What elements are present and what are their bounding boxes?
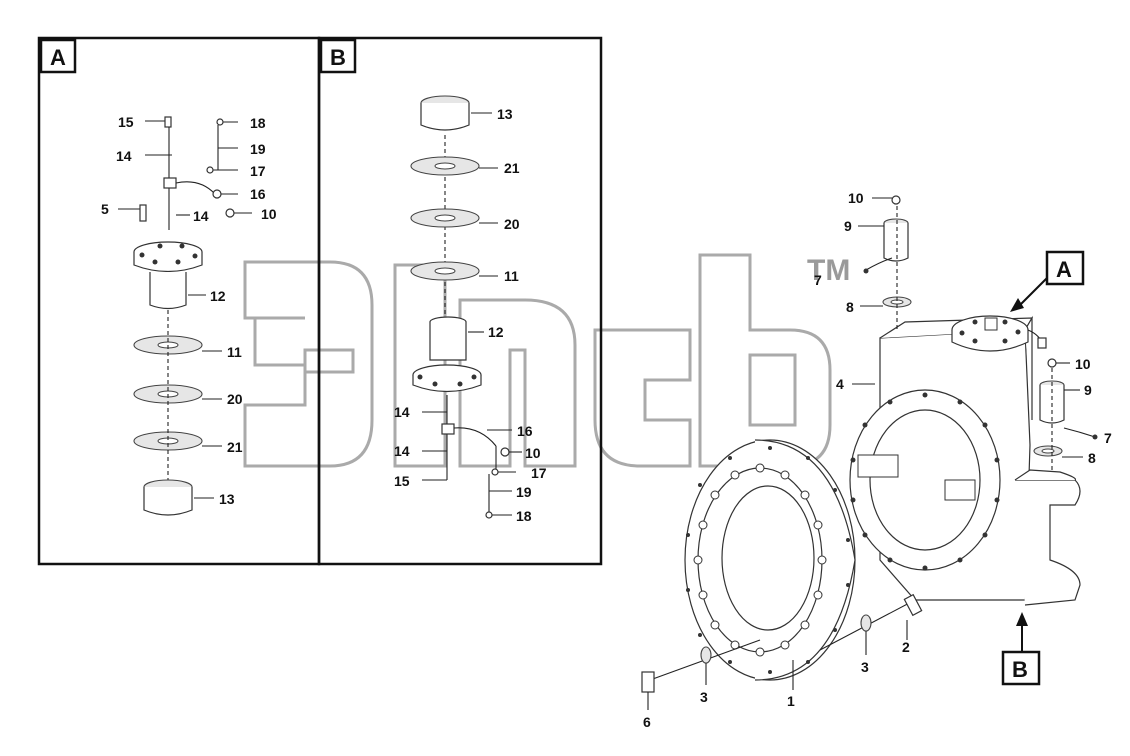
detail-a-tag-box (1045, 250, 1085, 286)
label-1: 1 (787, 693, 795, 709)
panel-a-parts (118, 116, 252, 516)
panel-b-frame (317, 36, 603, 566)
block-b (441, 423, 455, 435)
watermark-logo (243, 253, 832, 468)
label-8-right: 8 (1088, 450, 1096, 466)
label-4: 4 (836, 376, 844, 392)
watermark-tm: TM (807, 254, 850, 287)
panel-a-tag: A (50, 45, 66, 70)
main-assembly: A B (641, 195, 1098, 710)
label-b-18: 18 (516, 508, 532, 524)
panel-a-labels: 15 18 14 19 17 16 5 14 10 12 11 20 21 13 (101, 114, 277, 507)
bolt-5-a (139, 204, 147, 222)
block-a (163, 177, 177, 189)
label-b-19: 19 (516, 484, 532, 500)
label-b-14-top: 14 (394, 404, 410, 420)
label-9-top: 9 (844, 218, 852, 234)
panel-a-tag-box (39, 38, 77, 74)
panel-b-tag-box (319, 38, 357, 74)
label-b-13: 13 (497, 106, 513, 122)
label-b-12: 12 (488, 324, 504, 340)
label-b-15: 15 (394, 473, 410, 489)
label-3-left: 3 (700, 689, 708, 705)
label-10-right: 10 (1075, 356, 1091, 372)
label-a-12: 12 (210, 288, 226, 304)
panel-b-tag: B (330, 45, 346, 70)
label-a-20: 20 (227, 391, 243, 407)
bolt-15-a (164, 116, 172, 128)
label-a-19: 19 (250, 141, 266, 157)
panel-b-labels: 13 21 20 11 12 14 16 14 10 15 17 19 18 (394, 106, 547, 524)
label-a-16: 16 (250, 186, 266, 202)
label-b-20: 20 (504, 216, 520, 232)
label-b-11: 11 (504, 268, 519, 284)
label-6: 6 (643, 714, 651, 730)
label-b-17: 17 (531, 465, 547, 481)
label-b-14-mid: 14 (394, 443, 410, 459)
label-b-21: 21 (504, 160, 520, 176)
panel-b-parts (410, 95, 522, 519)
detail-b-tag-box (1001, 650, 1041, 686)
label-a-18: 18 (250, 115, 266, 131)
detail-a-tag: A (1056, 257, 1072, 282)
detail-b-tag: B (1012, 657, 1028, 682)
label-a-15: 15 (118, 114, 134, 130)
label-10-top: 10 (848, 190, 864, 206)
label-a-14-top: 14 (116, 148, 132, 164)
label-a-14-mid: 14 (193, 208, 209, 224)
label-a-5: 5 (101, 201, 109, 217)
label-2: 2 (902, 639, 910, 655)
label-a-17: 17 (250, 163, 266, 179)
label-3-right: 3 (861, 659, 869, 675)
label-a-10: 10 (261, 206, 277, 222)
label-b-10: 10 (525, 445, 541, 461)
label-7-right: 7 (1104, 430, 1112, 446)
label-a-11: 11 (227, 344, 242, 360)
label-8-top: 8 (846, 299, 854, 315)
label-a-21: 21 (227, 439, 243, 455)
label-9-right: 9 (1084, 382, 1092, 398)
label-7-top: 7 (814, 272, 822, 288)
label-b-16: 16 (517, 423, 533, 439)
label-a-13: 13 (219, 491, 235, 507)
assembly-labels: 10 9 7 8 4 10 9 7 8 2 3 3 1 6 (643, 190, 1112, 730)
